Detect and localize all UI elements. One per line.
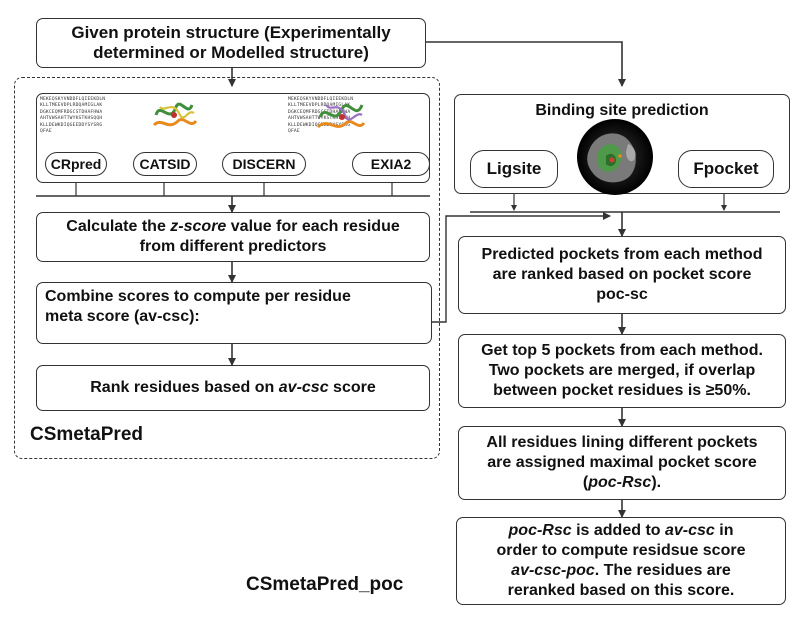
rank-step-box: Rank residues based on av-csc score [36,365,430,411]
input-structure-box: Given protein structure (Experimentally … [36,18,426,68]
ranked-line-3: poc-sc [596,286,648,303]
zscore-text-start: Calculate the [66,218,171,235]
method-fpocket: Fpocket [678,150,774,188]
predictor-exia2: EXIA2 [352,152,430,176]
final-italic-2: av-csc [664,522,715,539]
ranked-line-1: Predicted pockets from each method [481,246,763,263]
residue-italic: poc-Rsc [588,474,652,491]
binding-site-title: Binding site prediction [535,102,709,119]
csmetapred-poc-label: CSmetaPred_poc [246,574,404,595]
final-score-box: poc-Rsc is added to av-csc in order to c… [456,517,786,605]
predictor-discern: DISCERN [222,152,306,176]
top-line-3: between pocket residues is ≥50%. [493,382,751,399]
final-end-1: in [714,522,734,539]
combine-line-1: Combine scores to compute per residue [45,288,351,305]
protein-structure-icon-2 [316,104,366,129]
final-line-4: reranked based on this score. [507,582,735,599]
predictor-crpred: CRpred [45,152,107,176]
residue-line-1: All residues lining different pockets [486,434,758,451]
zscore-italic: z-score [170,218,227,235]
sequence-text-left: MEKEQSKYVNDDFLQIEEKDLN KLLTMEEVDPLRDQAMI… [40,97,106,135]
ranked-pockets-box: Predicted pockets from each method are r… [458,236,786,314]
predictor-catsid: CATSID [133,152,197,176]
input-line-1: Given protein structure (Experimentally [71,23,391,42]
zscore-text-end: value for each residue [226,218,400,235]
residue-close: ). [651,474,662,491]
final-italic-3: av-csc-poc [511,562,595,579]
final-end-3: . The residues are [594,562,731,579]
final-mid: is added to [571,522,665,539]
rank-text-start: Rank residues based on [90,379,279,396]
method-ligsite: Ligsite [470,150,558,188]
residue-open: ( [582,474,589,491]
top-pockets-box: Get top 5 pockets from each method. Two … [458,334,786,408]
rank-italic: av-csc [278,379,329,396]
csmetapred-panel [14,77,440,459]
arrow-input-to-binding [424,41,626,87]
top-line-2: Two pockets are merged, if overlap [488,362,756,379]
residue-score-box: All residues lining different pockets ar… [458,426,786,500]
rank-text-end: score [328,379,376,396]
protein-structure-icon-1 [152,102,198,127]
top-line-1: Get top 5 pockets from each method. [481,342,763,359]
input-line-2: determined or Modelled structure) [93,43,369,62]
residue-line-2: are assigned maximal pocket score [487,454,757,471]
final-line-2: order to compute residsue score [496,542,746,559]
combine-line-2: meta score (av-csc): [45,308,200,325]
zscore-line-2: from different predictors [139,238,327,255]
zscore-step-box: Calculate the z-score value for each res… [36,212,430,262]
csmetapred-label: CSmetaPred [30,424,143,445]
final-italic-1: poc-Rsc [508,522,572,539]
ranked-line-2: are ranked based on pocket score [492,266,752,283]
combine-step-box: Combine scores to compute per residue me… [36,282,432,344]
binding-pocket-image [577,119,653,195]
